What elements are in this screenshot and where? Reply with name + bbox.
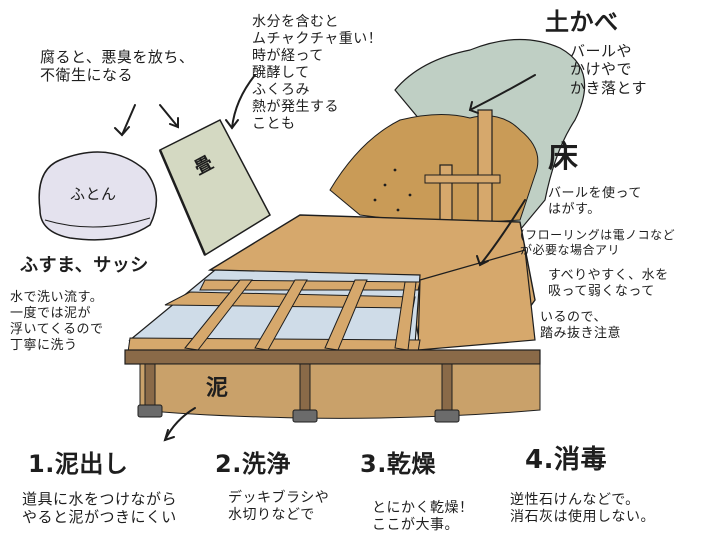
floor-note-3: すべりやすく、水を 吸って弱くなって (548, 268, 669, 299)
wall-beam (424, 174, 501, 184)
heat-dots (373, 168, 412, 212)
step-4-note: 逆性石けんなどで。 消石灰は使用しない。 (510, 492, 655, 526)
step-1-note: 道具に水をつけながら やると泥がつきにくい (22, 490, 178, 527)
mud-label: 泥 (206, 376, 229, 401)
step-4-title: 4.消毒 (525, 445, 607, 475)
fusuma-title: ふすま、サッシ (20, 255, 149, 276)
tatami-icon (158, 119, 271, 257)
water-note: 水分を含むと ムチャクチャ重い！ 時が経って 醗酵して ふくろみ 熱が発生する … (252, 14, 383, 133)
rot-note: 腐ると、悪臭を放ち、 不衛生になる (40, 48, 195, 85)
floor-title: 床 (548, 140, 579, 175)
foundation-stones (137, 404, 460, 423)
step-3-title: 3.乾燥 (360, 450, 436, 478)
joist-beams (127, 279, 421, 353)
wall-post-right (477, 109, 493, 226)
wall-note: バールや かけやで かき落とす (570, 42, 648, 97)
front-beam (124, 349, 541, 365)
mud-area (139, 363, 541, 419)
floor-note-4: いるので、 踏み抜き注意 (540, 310, 622, 341)
wall-post-left (439, 164, 453, 226)
step-3-note: とにかく乾燥！ ここが大事。 (372, 500, 474, 534)
step-2-title: 2.洗浄 (215, 450, 291, 478)
fusuma-note: 水で洗い流す。 一度では泥が 浮いてくるので 丁寧に洗う (10, 290, 104, 353)
arrow-icon (114, 74, 536, 442)
floor-note-2: (フローリングは電ノコなど が必要な場合アリ (520, 228, 676, 257)
step-1-title: 1.泥出し (28, 450, 129, 478)
futon-icon (38, 151, 158, 241)
wall-title: 土かべ (545, 8, 619, 36)
floor-board-right (417, 249, 536, 351)
floor-note-1: バールを使って はがす。 (548, 186, 642, 217)
step-2-note: デッキブラシや 水切りなどで (228, 490, 330, 524)
futon-label: ふとん (70, 185, 117, 203)
